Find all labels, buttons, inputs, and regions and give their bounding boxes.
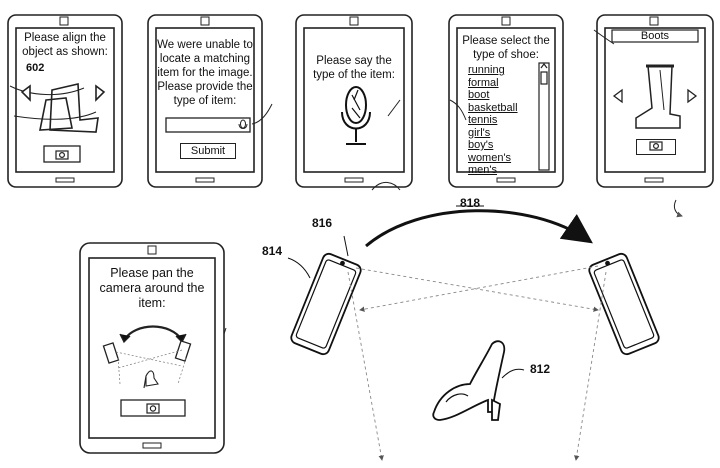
list-item-basketball[interactable]: basketball [468,101,518,114]
boot-result-image [635,64,681,129]
ref-818: 818 [460,196,481,210]
result-title: Boots [640,30,670,42]
view-lines [347,265,607,461]
result-title-box [611,29,699,43]
movement-arrow [365,209,593,248]
list-scrollbar[interactable] [538,62,550,171]
microphone-icon[interactable] [238,119,248,129]
ref-602: 602 [26,62,45,74]
list-item-boot[interactable]: boot [468,89,490,101]
tablet-align-object [7,14,123,188]
tablet1-prompt: Please align the object as shown: [22,32,108,58]
tablet-boots-result [596,14,714,188]
list-item-girls[interactable]: girl's [468,126,491,139]
prev-arrow-icon[interactable] [612,88,623,104]
list-item-formal[interactable]: formal [468,76,499,89]
camera-button-pan[interactable] [120,399,186,417]
list-item-womens[interactable]: women's [468,151,512,164]
list-item-boys[interactable]: boy's [468,139,494,151]
tablet-select-shoe [448,14,564,188]
tablet3-prompt: Please say the type of the item: [313,55,395,81]
next-arrow-icon[interactable] [687,88,698,104]
list-item-running[interactable]: running [468,64,505,76]
device-right [588,252,660,356]
tablet4-prompt: Please select the type of shoe: [462,35,550,61]
pan-rotation-diagram [102,325,192,389]
tablet6-prompt: Please pan the camera around the item: [99,266,205,310]
camera-button-5[interactable] [636,139,676,155]
tablet2-message: We were unable to locate a matching item… [157,39,253,107]
ref-814: 814 [262,244,283,258]
ref-816: 816 [312,216,333,230]
high-heel-shoe [432,340,506,421]
camera-button-1[interactable] [43,145,81,163]
submit-button[interactable]: Submit [180,143,236,159]
tablet-pan-camera [79,242,225,454]
device-left [290,252,362,356]
list-item-tennis[interactable]: tennis [468,114,498,126]
camera-icon [649,141,663,151]
tablet-unable-to-locate [147,14,263,188]
camera-icon [146,403,160,414]
microphone-large-icon[interactable] [341,86,371,145]
ref-812: 812 [530,362,551,376]
list-item-mens[interactable]: men's [468,164,497,176]
camera-icon [55,150,69,160]
tablet-say-type [295,14,413,188]
item-type-input[interactable] [165,117,251,133]
